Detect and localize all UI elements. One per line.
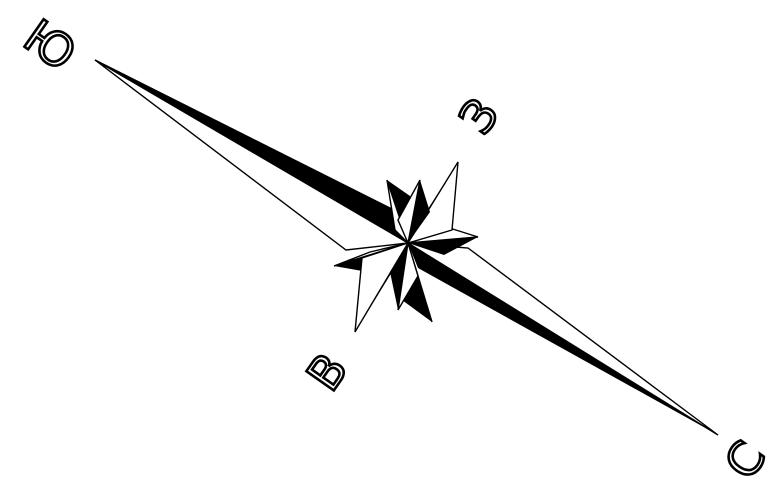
needle-south-light-side [95, 60, 408, 250]
label-north: С [714, 431, 773, 488]
label-west: З [449, 88, 510, 143]
label-south: Ю [14, 9, 86, 82]
label-east: В [296, 344, 358, 401]
needle-north-light-side [408, 243, 718, 435]
